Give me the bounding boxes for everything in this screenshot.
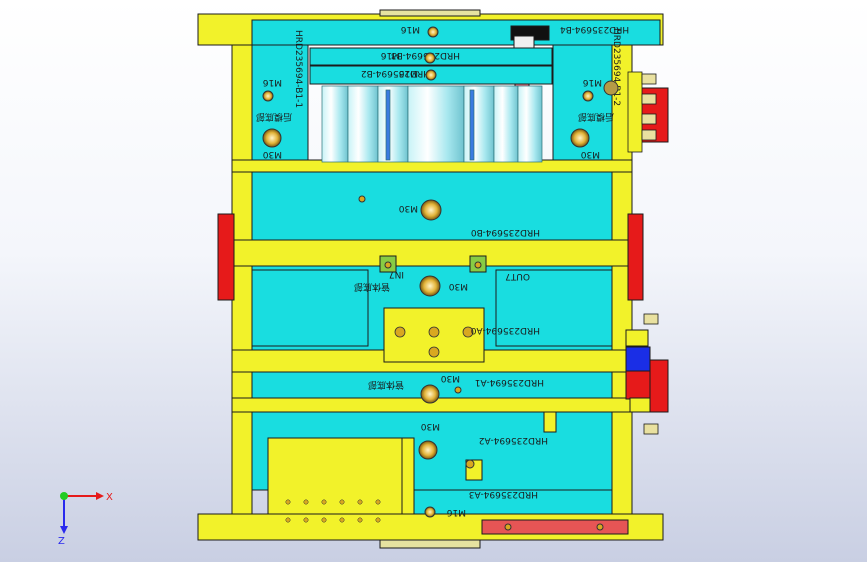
plate-b1-2-label: HRD235694-B1-2 (611, 28, 621, 106)
plate-b1-1[interactable]: M16 后模底部 M30 HRD235694-B1-1 (251, 30, 309, 161)
support-pillars (321, 85, 543, 163)
plate-a0[interactable]: HRD235694-A0 管体底部 IN7 OUT7 M30 (251, 255, 613, 363)
plate-b1-2-screw-bottom: M30 (581, 149, 600, 159)
plate-b1-1-screw-top: M16 (263, 77, 282, 87)
plate-a0-screw: M30 (449, 281, 468, 291)
hydraulic-block-blue (625, 346, 651, 372)
screw-icon (427, 26, 439, 38)
plate-a3-screw: M16 (447, 507, 466, 517)
plate-b0[interactable]: HRD235694-B0 M30 (251, 171, 613, 241)
screw-icon (424, 52, 436, 64)
plate-a2-label: HRD235694-A2 (479, 435, 548, 445)
axis-z-label: Z (58, 536, 65, 547)
screw-icon (418, 440, 438, 460)
plate-a0-tag-out: OUT7 (505, 271, 530, 281)
plate-b0-label: HRD235694-B0 (471, 227, 540, 237)
plate-a0-note: 管体底部 (354, 281, 390, 293)
plate-a3[interactable]: HRD235694-A3 M16 (413, 489, 629, 535)
bolt-hole-grid (285, 499, 381, 523)
screw-icon (582, 90, 594, 102)
plate-b2[interactable]: HRD235694-B2 M16 (309, 65, 553, 85)
plate-b1-1-note: 后模底部 (256, 111, 292, 123)
plate-a3-label: HRD235694-A3 (469, 489, 538, 499)
plate-b0-screw: M30 (399, 203, 418, 213)
plate-b2-label: HRD235694-B2 (361, 68, 430, 78)
plate-a2[interactable]: HRD235694-A2 M30 (251, 411, 613, 515)
plate-b3-screw: M16 (381, 50, 400, 60)
plate-b4[interactable]: HRD235694-B4 M16 (251, 19, 661, 46)
left-clamp-block (217, 213, 235, 301)
screw-icon (420, 199, 442, 221)
outer-frame (197, 9, 664, 549)
screw-icon (262, 90, 274, 102)
hydraulic-block-red (625, 370, 651, 400)
plate-b4-label: HRD235694-B4 (560, 24, 629, 34)
plate-b1-2-note: 后模底部 (578, 111, 614, 123)
screw-icon (420, 384, 440, 404)
axis-triad[interactable]: X Z (58, 492, 113, 547)
plate-a1-screw: M30 (441, 373, 460, 383)
plate-b1-2[interactable]: M16 后模底部 M30 HRD235694-B1-2 (552, 28, 621, 161)
plate-a1-label: HRD235694-A1 (475, 377, 544, 387)
plate-b2-screw: M16 (399, 68, 418, 78)
screw-icon (570, 128, 590, 148)
screw-icon (424, 506, 436, 518)
plate-b1-2-screw-top: M16 (583, 77, 602, 87)
axis-x-label: X (106, 492, 113, 503)
plate-b1-1-screw-bottom: M30 (263, 149, 282, 159)
plate-b3[interactable]: HRD235694-B3 M16 (309, 47, 553, 66)
plate-a1-note: 管体底部 (368, 379, 404, 391)
screw-icon (262, 128, 282, 148)
plate-a1[interactable]: HRD235694-A1 管体底部 M30 (251, 371, 613, 404)
plate-b1-1-label: HRD235694-B1-1 (293, 30, 303, 108)
plate-a0-label: HRD235694-A0 (470, 325, 540, 335)
screw-icon (425, 69, 437, 81)
plate-a2-screw: M30 (421, 421, 440, 431)
right-clamp-block (627, 213, 644, 301)
water-fittings (627, 71, 659, 435)
screw-icon (419, 275, 441, 297)
plate-b4-screw: M16 (401, 24, 420, 34)
plate-a0-tag-in: IN7 (389, 269, 404, 279)
